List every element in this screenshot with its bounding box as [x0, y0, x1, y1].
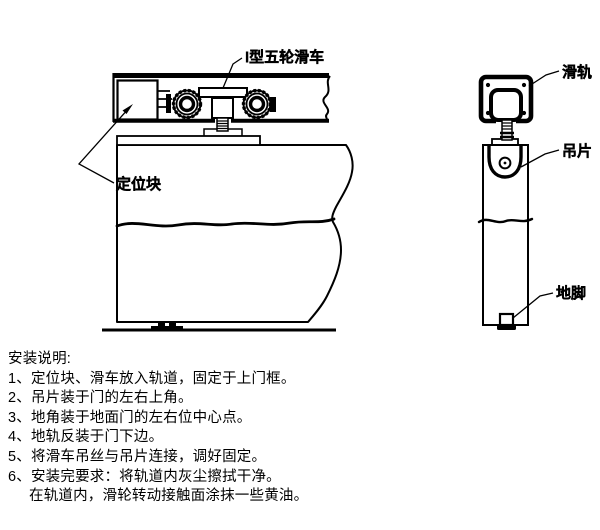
diagram-canvas: I型五轮滑车 定位块: [77, 49, 593, 332]
rail-label: 滑轨: [562, 64, 592, 81]
installation-instructions: 安装说明: 1、定位块、滑车放入轨道，固定于上门框。 2、吊片装于门的左右上角。…: [8, 350, 592, 507]
instruction-line-1: 1、定位块、滑车放入轨道，固定于上门框。: [8, 370, 296, 387]
hanging-piece-label: 吊片: [562, 143, 592, 160]
door-foot: [151, 326, 183, 331]
hanging-piece-hole-center: [503, 161, 507, 165]
door-side-break-line: [477, 217, 534, 224]
threaded-rod: [216, 117, 229, 132]
positioning-block-label: 定位块: [116, 176, 161, 193]
rail-cross-section: [478, 74, 534, 141]
main-view: I型五轮滑车 定位块: [77, 49, 354, 332]
instructions-title: 安装说明:: [8, 351, 72, 367]
instruction-line-5: 5、将滑车吊丝与吊片连接，调好固定。: [8, 448, 267, 465]
track-assembly: [112, 73, 331, 123]
rail-bolt-dot: [521, 82, 527, 88]
main-view-annotations: I型五轮滑车 定位块: [77, 49, 325, 194]
pulley-label: I型五轮滑车: [245, 49, 324, 66]
trolley: [166, 87, 276, 132]
track-break-line: [322, 75, 331, 123]
instruction-line-6-continued: 在轨道内，滑轮转动接触面涂抹一些黄油。: [29, 488, 309, 505]
trolley-wheel-right: [241, 88, 273, 120]
door-break-line: [115, 217, 336, 228]
side-view: 滑轨 吊片 地脚: [477, 64, 593, 330]
floor-foot: [497, 312, 516, 330]
trolley-wheel-left: [171, 88, 203, 120]
door-outline: [116, 144, 354, 323]
hanging-piece: [487, 146, 523, 179]
rail-leader-line: [528, 70, 560, 87]
hanging-piece-arch: [487, 146, 523, 179]
positioning-block-leader-arrowhead: [122, 104, 133, 114]
door-top-strip: [116, 135, 261, 146]
side-threaded-rod: [500, 119, 514, 141]
rail-bolt-dot: [485, 82, 491, 88]
door-foot-nub: [158, 322, 165, 327]
hanging-piece-leader-line: [520, 149, 560, 168]
positioning-block: [116, 79, 159, 121]
roller-profile: [489, 88, 523, 122]
door-side-outline: [482, 144, 529, 326]
floor-foot-body: [498, 312, 515, 327]
floor-foot-leader-line: [512, 292, 554, 319]
floor-foot-label: 地脚: [556, 285, 586, 302]
floor-foot-flange: [497, 325, 516, 330]
instruction-line-3: 3、地角装于地面门的左右位中心点。: [8, 409, 252, 426]
pulley-leader-line: [222, 57, 243, 89]
trolley-center-block: [211, 97, 234, 119]
door-panel-front: [115, 144, 354, 323]
trolley-top-bar: [198, 87, 248, 98]
ground: [102, 322, 336, 332]
instruction-line-2: 2、吊片装于门的左右上角。: [8, 390, 193, 407]
door-foot-nub: [169, 322, 176, 327]
instruction-line-4: 4、地轨反装于门下边。: [8, 429, 164, 446]
side-view-annotations: 滑轨 吊片 地脚: [512, 64, 593, 319]
trolley-side-cap-right: [270, 97, 276, 112]
positioning-block-leader-line: [77, 107, 130, 184]
instruction-line-6: 6、安装完要求：将轨道内灰尘擦拭干净。: [8, 468, 281, 485]
door-panel-side: [477, 144, 534, 326]
trolley-side-cap-left: [166, 94, 171, 113]
